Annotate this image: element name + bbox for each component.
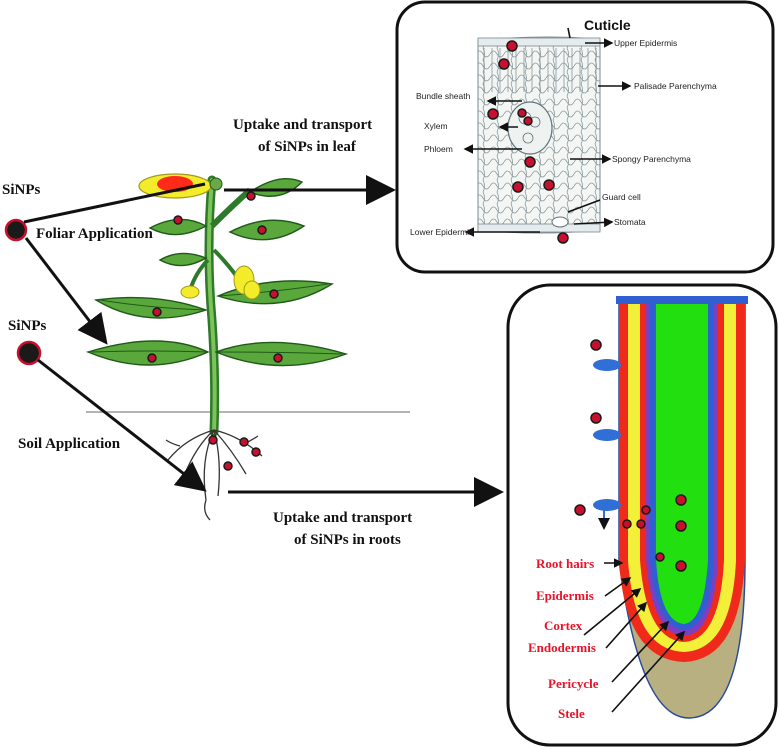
label-leaf-uptake-2: of SiNPs in leaf <box>258 139 357 155</box>
label-soil-application: Soil Application <box>18 436 121 452</box>
arrow-soil-to-roots <box>37 358 207 492</box>
leaf-nanoparticles <box>487 40 569 244</box>
plant-illustration <box>85 173 410 521</box>
label-endodermis: Endodermis <box>528 640 596 655</box>
flow-arrows <box>23 175 504 507</box>
root-section-panel: Root hairs Epidermis Cortex Endodermis P… <box>506 283 778 747</box>
label-upper-epidermis: Upper Epidermis <box>614 38 677 48</box>
root-nanoparticles <box>574 339 687 572</box>
arrow-foliar-to-leaf <box>24 237 108 345</box>
sinps-particle-foliar <box>4 218 28 242</box>
label-root-uptake-2: of SiNPs in roots <box>294 532 401 548</box>
foliar-source: SiNPs Foliar Application <box>2 182 153 242</box>
label-cuticle: Cuticle <box>584 17 631 33</box>
root-hairs <box>593 359 621 511</box>
label-lower-epidermis: Lower Epidermis <box>410 227 473 237</box>
leaf-section-panel: Cuticle Upper Epidermis Palisade Parench… <box>395 0 775 274</box>
label-root-uptake-1: Uptake and transport <box>273 510 412 526</box>
label-root-hairs: Root hairs <box>536 556 594 571</box>
flower <box>138 173 223 199</box>
label-pericycle: Pericycle <box>548 676 599 691</box>
label-bundle-sheath: Bundle sheath <box>416 91 471 101</box>
label-sinps-top: SiNPs <box>2 182 41 198</box>
label-leaf-uptake-1: Uptake and transport <box>233 117 372 133</box>
soil-source: SiNPs Soil Application <box>8 318 121 452</box>
label-foliar-application: Foliar Application <box>36 226 153 242</box>
sinps-particle-soil <box>16 340 42 366</box>
label-cortex: Cortex <box>544 618 583 633</box>
label-palisade-parenchyma: Palisade Parenchyma <box>634 81 717 91</box>
label-sinps-mid: SiNPs <box>8 318 47 334</box>
plant-nanoparticles <box>147 191 283 471</box>
arrow-foliar-to-flower <box>23 182 206 224</box>
plant-leaves <box>85 178 349 367</box>
label-guard-cell: Guard cell <box>602 192 641 202</box>
label-epidermis: Epidermis <box>536 588 594 603</box>
label-spongy-parenchyma: Spongy Parenchyma <box>612 154 691 164</box>
label-stomata: Stomata <box>614 217 646 227</box>
label-xylem: Xylem <box>424 121 448 131</box>
label-phloem: Phloem <box>424 144 453 154</box>
label-stele: Stele <box>558 706 585 721</box>
